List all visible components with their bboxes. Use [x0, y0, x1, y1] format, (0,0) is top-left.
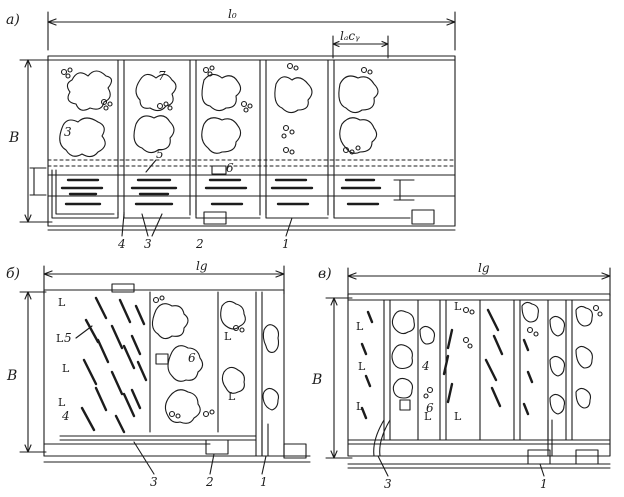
svg-text:L: L — [454, 410, 462, 423]
panel-a-sludge-streaks — [60, 178, 382, 206]
panel-b-callouts: 5 4 6 3 2 1 — [61, 325, 268, 489]
panel-a-callout-2: 2 — [195, 237, 204, 251]
panel-v-streaks — [360, 308, 534, 420]
panel-a-callouts: 4 3 2 1 3 5 6 7 — [64, 69, 293, 251]
panel-v-valve-box — [399, 399, 411, 411]
panel-b-callout-1: 1 — [260, 475, 268, 489]
panel-b-height-label: B — [6, 368, 17, 384]
panel-b-pipes — [43, 419, 311, 463]
panel-a-cell-dimension: lₐcᵧ — [332, 29, 389, 59]
panel-b-frame — [43, 289, 285, 457]
panel-v: в) lg B — [311, 261, 611, 491]
panel-b-outlet-box — [283, 443, 307, 459]
panel-a-blower-box — [203, 211, 227, 225]
panel-a-flocs — [59, 62, 379, 158]
panel-v-width-label: lg — [478, 261, 490, 275]
panel-a-cell-label: lₐcᵧ — [340, 29, 360, 43]
panel-a-height-dimension: B — [8, 59, 53, 223]
panel-b-flocs — [151, 295, 280, 424]
panel-v-blower-box — [527, 449, 551, 465]
panel-v-callout-4: 4 — [421, 359, 430, 373]
panel-v-height-label: B — [311, 372, 322, 388]
panel-a-callout-6: 6 — [226, 161, 234, 175]
panel-b-streaks — [80, 296, 148, 434]
panel-v-frame — [347, 293, 611, 457]
panel-a-width-dimension: l₀ — [47, 7, 456, 51]
svg-text:L: L — [424, 410, 432, 423]
svg-text:L: L — [228, 390, 236, 403]
panel-b-label: б) — [6, 266, 20, 282]
panel-a-callout-7: 7 — [158, 69, 166, 83]
panel-a-valve-box — [211, 165, 227, 175]
svg-text:L: L — [56, 332, 64, 345]
panel-b-partitions — [149, 291, 263, 457]
panel-b-valve-box — [155, 353, 169, 365]
panel-b-callout-5: 5 — [64, 331, 72, 345]
panel-v-height-dimension: B — [311, 297, 353, 459]
svg-text:L: L — [356, 400, 364, 413]
panel-b-width-label: lg — [196, 259, 208, 273]
panel-a-pipes — [47, 169, 456, 231]
panel-v-callout-6: 6 — [426, 401, 434, 415]
panel-a: а) l₀ lₐcᵧ B — [6, 7, 456, 251]
svg-text:L: L — [58, 296, 66, 309]
panel-a-callout-5: 5 — [156, 147, 164, 161]
svg-text:L: L — [62, 362, 70, 375]
panel-b-callout-6: 6 — [188, 351, 196, 365]
panel-b-width-dimension: lg — [43, 259, 285, 295]
panel-v-outlet-box — [575, 449, 599, 465]
panel-b-height-dimension: B — [6, 291, 47, 453]
panel-a-height-label: B — [8, 130, 19, 146]
panel-b-callout-4: 4 — [61, 409, 70, 423]
svg-text:L: L — [454, 300, 462, 313]
panel-a-label: а) — [6, 12, 20, 28]
panel-a-width-label: l₀ — [228, 7, 237, 21]
panel-a-outlet-box — [411, 209, 435, 225]
panel-v-label: в) — [318, 266, 332, 282]
panel-a-callout-4: 4 — [117, 237, 126, 251]
panel-b-callout-2: 2 — [205, 475, 214, 489]
panel-v-width-dimension: lg — [347, 261, 611, 297]
panel-a-callout-3-top: 3 — [64, 125, 72, 139]
panel-v-callout-3: 3 — [384, 477, 392, 491]
panel-v-markers: L L L L L L — [356, 300, 462, 423]
panel-v-partitions — [383, 299, 573, 441]
svg-text:L: L — [356, 320, 364, 333]
panel-v-callout-1: 1 — [540, 477, 548, 491]
panel-v-pipes — [347, 419, 611, 469]
panel-v-flocs — [391, 301, 603, 415]
panel-b: б) lg B — [6, 259, 311, 489]
svg-text:L: L — [58, 396, 66, 409]
svg-text:L: L — [358, 360, 366, 373]
svg-text:L: L — [224, 330, 232, 343]
panel-b-callout-3: 3 — [150, 475, 158, 489]
panel-a-partitions — [117, 59, 335, 216]
panel-b-blower-box — [205, 439, 229, 455]
panel-a-callout-3: 3 — [144, 237, 152, 251]
panel-b-markers: L L L L L L — [56, 296, 236, 409]
panel-b-top-box — [111, 283, 135, 293]
panel-v-callouts: 3 4 6 1 — [377, 359, 548, 491]
panel-a-callout-1: 1 — [282, 237, 290, 251]
